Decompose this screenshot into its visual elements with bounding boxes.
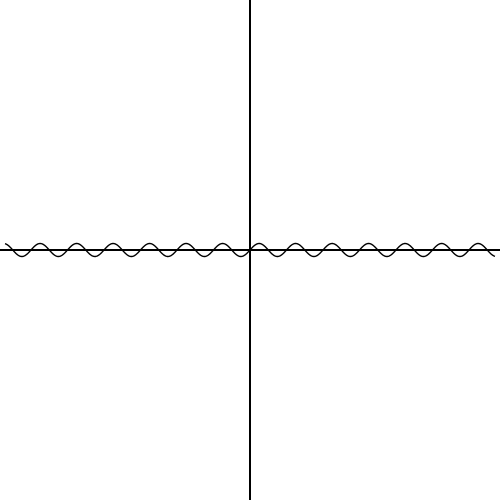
sine-curve	[4, 242, 496, 258]
